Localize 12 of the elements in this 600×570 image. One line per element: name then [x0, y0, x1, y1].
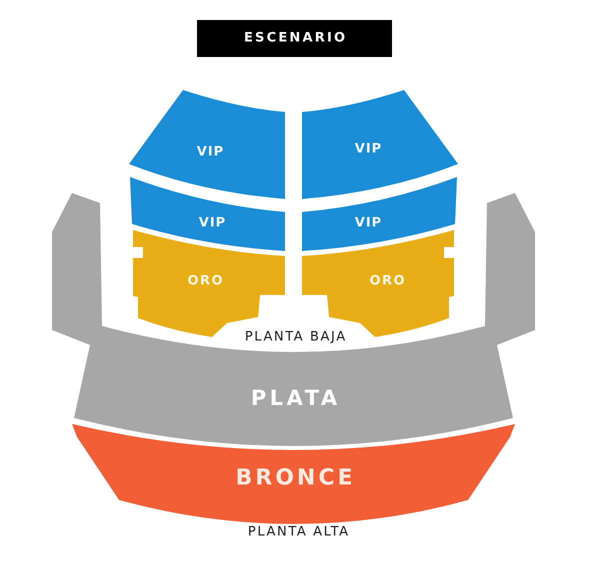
- section-label: VIP: [196, 146, 224, 160]
- section-label: VIP: [198, 216, 226, 232]
- section-label: ORO: [187, 274, 224, 290]
- section-label: PLATA: [250, 386, 341, 410]
- stage-label: ESCENARIO: [244, 31, 348, 46]
- stage-block: [197, 20, 392, 57]
- floor-label: PLANTA ALTA: [248, 526, 350, 540]
- section-label: ORO: [369, 274, 406, 290]
- section-label: VIP: [354, 142, 382, 158]
- section-label: VIP: [354, 216, 382, 232]
- section-label: BRONCE: [236, 465, 356, 491]
- floor-label: PLANTA BAJA: [244, 330, 347, 346]
